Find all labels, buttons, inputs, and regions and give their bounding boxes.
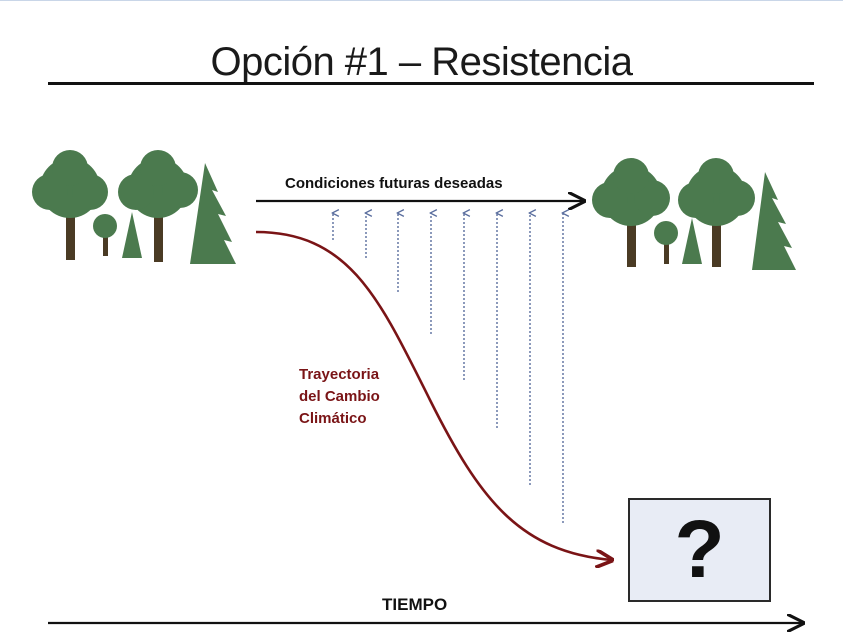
trajectory-label: Trayectoria del Cambio Climático [299,364,380,430]
trajectory-label-line3: Climático [299,410,367,427]
present-forest-group [32,150,236,264]
question-mark: ? [674,504,725,595]
deciduous-tree-icon [93,214,117,256]
trajectory-label-line1: Trayectoria [299,366,380,383]
deciduous-tree-icon [592,158,670,267]
conifer-tree-icon [190,163,236,264]
deciduous-tree-icon [678,158,755,267]
conifer-tree-icon [122,212,142,258]
climate-trajectory-curve [255,230,612,560]
unknown-outcome-box: ? [628,498,771,602]
conifer-tree-icon [752,172,796,270]
title-underline [48,82,814,85]
time-axis-label: TIEMPO [382,595,448,614]
desired-conditions-label: Condiciones futuras deseadas [285,175,503,192]
slide-top-border [0,0,843,7]
resistance-arrows [333,213,563,523]
future-forest-group [592,158,796,270]
slide-title: Opción #1 – Resistencia [210,40,633,84]
deciduous-tree-icon [654,221,678,264]
conifer-tree-icon [682,218,702,264]
deciduous-tree-icon [32,150,108,260]
trajectory-label-line2: del Cambio [299,388,380,405]
deciduous-tree-icon [118,150,198,262]
